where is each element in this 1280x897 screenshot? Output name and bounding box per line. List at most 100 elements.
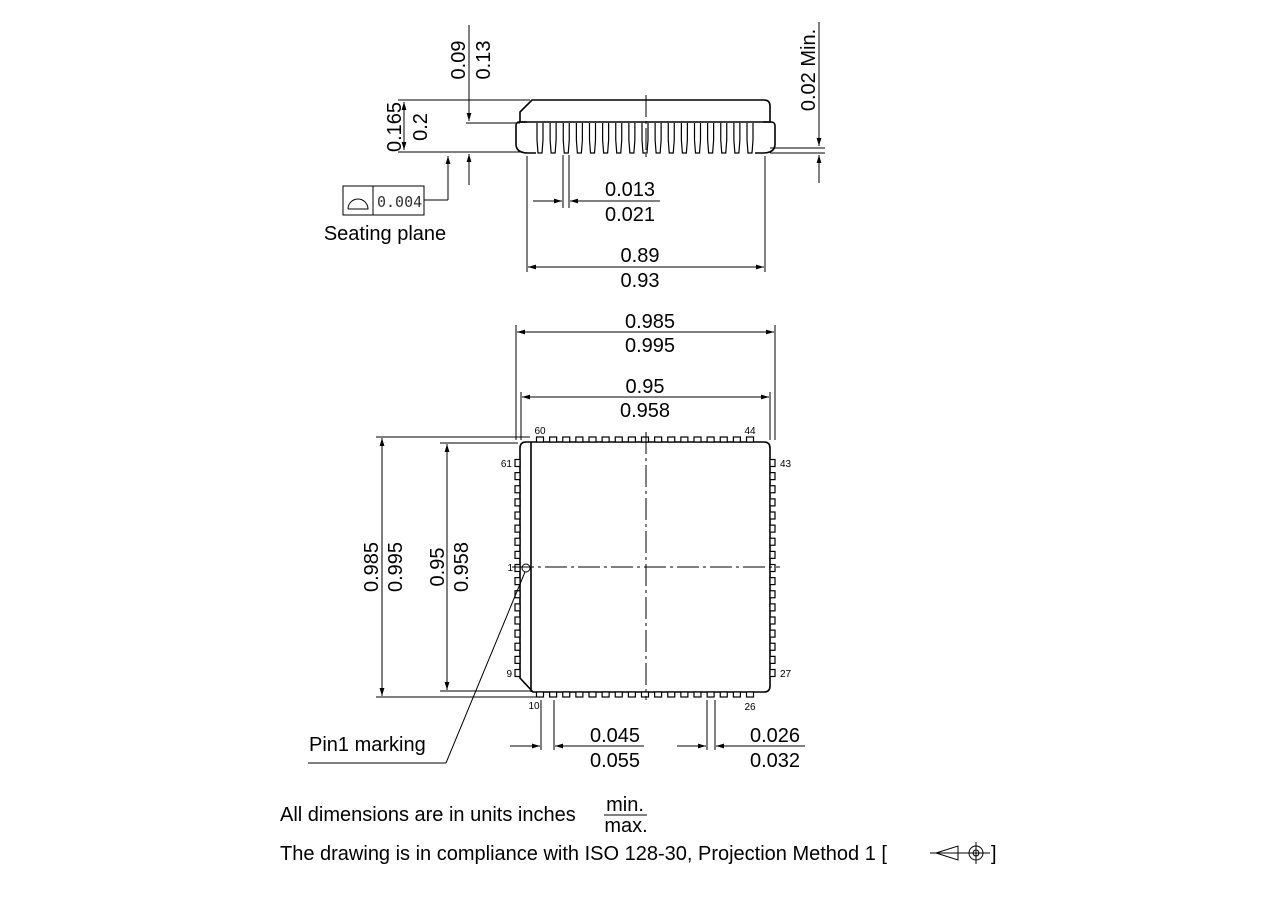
pitch-min: 0.045	[590, 725, 640, 747]
standoff-value: 0.02 Min.	[798, 29, 820, 111]
pad-left	[514, 577, 521, 586]
pad-bottom	[693, 691, 702, 698]
side-lead	[575, 123, 583, 154]
iso-note: The drawing is in compliance with ISO 12…	[280, 843, 887, 865]
pin-label-44: 44	[744, 426, 756, 437]
side-lead	[707, 123, 715, 154]
pad-right	[769, 655, 776, 664]
pad-right	[769, 603, 776, 612]
profile-of-surface-icon	[347, 198, 369, 210]
pad-right	[769, 577, 776, 586]
pad-top	[667, 436, 676, 443]
pad-right	[769, 458, 776, 468]
side-lead	[562, 123, 570, 154]
pin-label-61: 61	[501, 459, 513, 470]
pad-bottom	[627, 691, 636, 698]
pad-bottom	[745, 691, 755, 698]
pad-left	[514, 563, 521, 573]
side-lead	[733, 123, 741, 154]
pad-right	[769, 642, 776, 651]
pad-bottom	[706, 691, 715, 698]
pad-left	[514, 603, 521, 612]
height-min: 0.165	[384, 102, 406, 152]
units-fraction-min: min.	[606, 794, 644, 816]
side-lead	[641, 123, 649, 154]
pad-top	[680, 436, 689, 443]
pad-top	[614, 436, 623, 443]
pad-top	[627, 436, 636, 443]
pad-bottom	[549, 691, 558, 698]
side-lead	[615, 123, 623, 154]
pad-right	[769, 472, 776, 481]
pad-bottom	[667, 691, 676, 698]
pad-width-min: 0.026	[750, 725, 800, 747]
height-max: 0.2	[410, 113, 432, 141]
lead-span-min: 0.89	[621, 245, 660, 267]
pad-left	[514, 668, 521, 678]
lead-width-min: 0.013	[605, 179, 655, 201]
package-body-side	[519, 99, 771, 123]
pad-top	[588, 436, 597, 443]
pad-left	[514, 537, 521, 546]
pin-label-9: 9	[506, 669, 512, 680]
lead-wrap-right	[755, 121, 776, 154]
pad-bottom	[575, 691, 584, 698]
pad-top	[693, 436, 702, 443]
notes: All dimensions are in units inches min. …	[280, 794, 997, 865]
pad-top	[732, 436, 741, 443]
side-lead	[667, 123, 675, 154]
pad-top	[745, 436, 755, 443]
units-fraction-max: max.	[604, 815, 647, 837]
pad-left	[514, 550, 521, 559]
pad-right	[769, 590, 776, 599]
iso-note-close: ]	[991, 843, 997, 865]
pad-top	[562, 436, 571, 443]
pad-bottom	[732, 691, 741, 698]
pad-top	[601, 436, 610, 443]
side-lead	[680, 123, 688, 154]
pad-top	[640, 436, 650, 443]
pin-label-27: 27	[780, 669, 792, 680]
pad-bottom	[562, 691, 571, 698]
pad-top	[706, 436, 715, 443]
side-lead	[602, 123, 610, 154]
pad-right	[769, 537, 776, 546]
pad-right	[769, 498, 776, 507]
body-height-max: 0.13	[473, 41, 495, 80]
pad-top	[535, 436, 545, 443]
side-lead	[549, 123, 557, 154]
pad-bottom	[654, 691, 663, 698]
pin-label-1: 1	[507, 563, 513, 574]
pads	[514, 436, 776, 698]
inner-width-max: 0.958	[620, 400, 670, 422]
pin1-marking-label: Pin1 marking	[309, 734, 426, 756]
pad-bottom	[680, 691, 689, 698]
pad-right	[769, 524, 776, 533]
pin-label-10: 10	[528, 701, 540, 712]
outer-width-min: 0.985	[625, 311, 675, 333]
side-lead	[588, 123, 597, 154]
side-lead	[628, 123, 636, 154]
seating-plane-label: Seating plane	[324, 223, 446, 245]
outer-height-min: 0.985	[361, 542, 383, 592]
lead-span-max: 0.93	[621, 270, 660, 292]
package-body-top	[519, 441, 771, 693]
lead-width-max: 0.021	[605, 204, 655, 226]
pad-top	[575, 436, 584, 443]
pad-left	[514, 511, 521, 520]
pad-right	[769, 629, 776, 638]
side-lead	[720, 123, 728, 154]
pad-bottom	[601, 691, 610, 698]
pad-left	[514, 642, 521, 651]
pad-top	[719, 436, 728, 443]
inner-width-min: 0.95	[626, 376, 665, 398]
outer-height-max: 0.995	[385, 542, 407, 592]
first-angle-projection-icon	[930, 842, 990, 864]
pad-top	[549, 436, 558, 443]
pad-right	[769, 511, 776, 520]
inner-height-max: 0.958	[451, 542, 473, 592]
pad-width-max: 0.032	[750, 750, 800, 772]
pin1-marking-dot	[521, 563, 531, 573]
pad-bottom	[640, 691, 650, 698]
